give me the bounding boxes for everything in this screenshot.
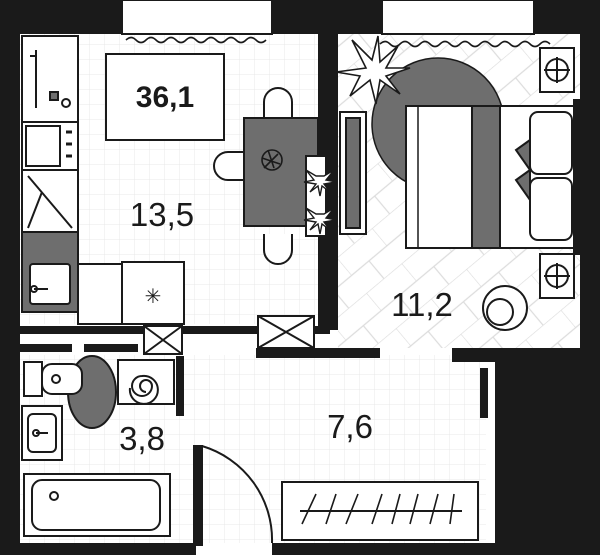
wardrobe-bedroom [339, 111, 367, 235]
lamp-icon [539, 47, 575, 93]
washing-machine-icon [117, 359, 175, 405]
wardrobe-hall [281, 481, 479, 541]
kitchen-area-label: 13,5 [130, 196, 194, 233]
total-area-box: 36,1 [105, 53, 225, 141]
plant-icons [303, 169, 337, 235]
bedroom-area-label: 11,2 [391, 286, 453, 323]
bathroom-area-label: 3,8 [119, 420, 165, 457]
kitchen-counter [21, 35, 123, 325]
window-bedroom [382, 5, 534, 23]
potted-palm-icon [335, 35, 411, 105]
window-kitchen [122, 5, 272, 23]
armchair-icon [482, 285, 528, 331]
dining-chairs [213, 87, 293, 265]
fridge [121, 261, 185, 325]
bed [405, 99, 581, 255]
washbasin-icon [21, 405, 63, 461]
toilet-icon [23, 355, 117, 429]
kitchen-counter-dots [44, 242, 72, 254]
curtain-bedroom [379, 40, 551, 48]
hall-area-label: 7,6 [327, 408, 373, 445]
ventilation-shaft-hall [257, 315, 315, 349]
bathtub-icon [23, 473, 171, 537]
curtain-kitchen [125, 36, 267, 44]
table-plant-icon [261, 149, 283, 171]
ventilation-shaft-kitchen [143, 325, 183, 355]
lamp-icon [539, 253, 575, 299]
total-area-label: 36,1 [136, 81, 194, 114]
entrance-door[interactable] [193, 445, 274, 546]
snowflake-icon: ✳ [145, 286, 162, 308]
